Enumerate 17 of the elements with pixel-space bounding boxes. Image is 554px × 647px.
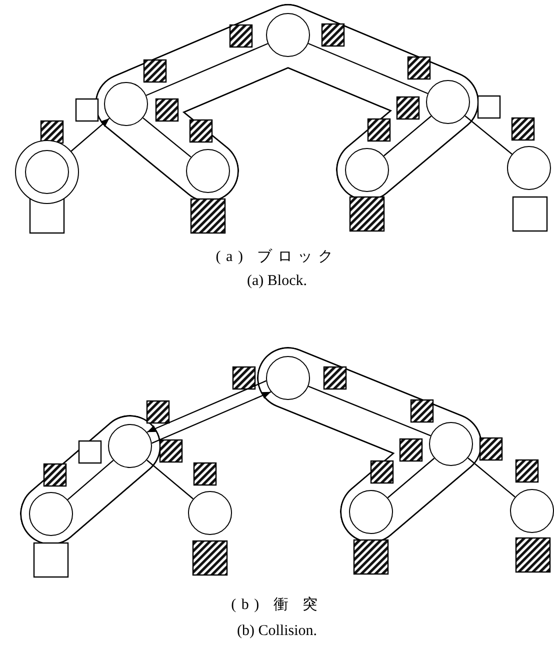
tree-line	[387, 458, 435, 498]
tree-line	[308, 42, 428, 94]
subfigure-caption: (b) Collision.	[236, 622, 317, 641]
arrow	[70, 118, 110, 152]
tree-line	[464, 115, 512, 155]
subfigure-caption: (a) ブロック	[216, 248, 338, 267]
subfigure-caption: (b) 衝 突	[231, 596, 323, 615]
tree-line	[142, 117, 192, 158]
subfigure-caption: (a) Block.	[247, 272, 307, 291]
tree-line	[67, 460, 114, 500]
tree-line	[383, 116, 432, 156]
tree-line	[146, 43, 268, 96]
arrow	[152, 391, 272, 444]
arrow	[146, 380, 266, 433]
tree-line	[468, 458, 516, 498]
tree-line	[146, 460, 194, 500]
tree-line	[308, 386, 431, 436]
